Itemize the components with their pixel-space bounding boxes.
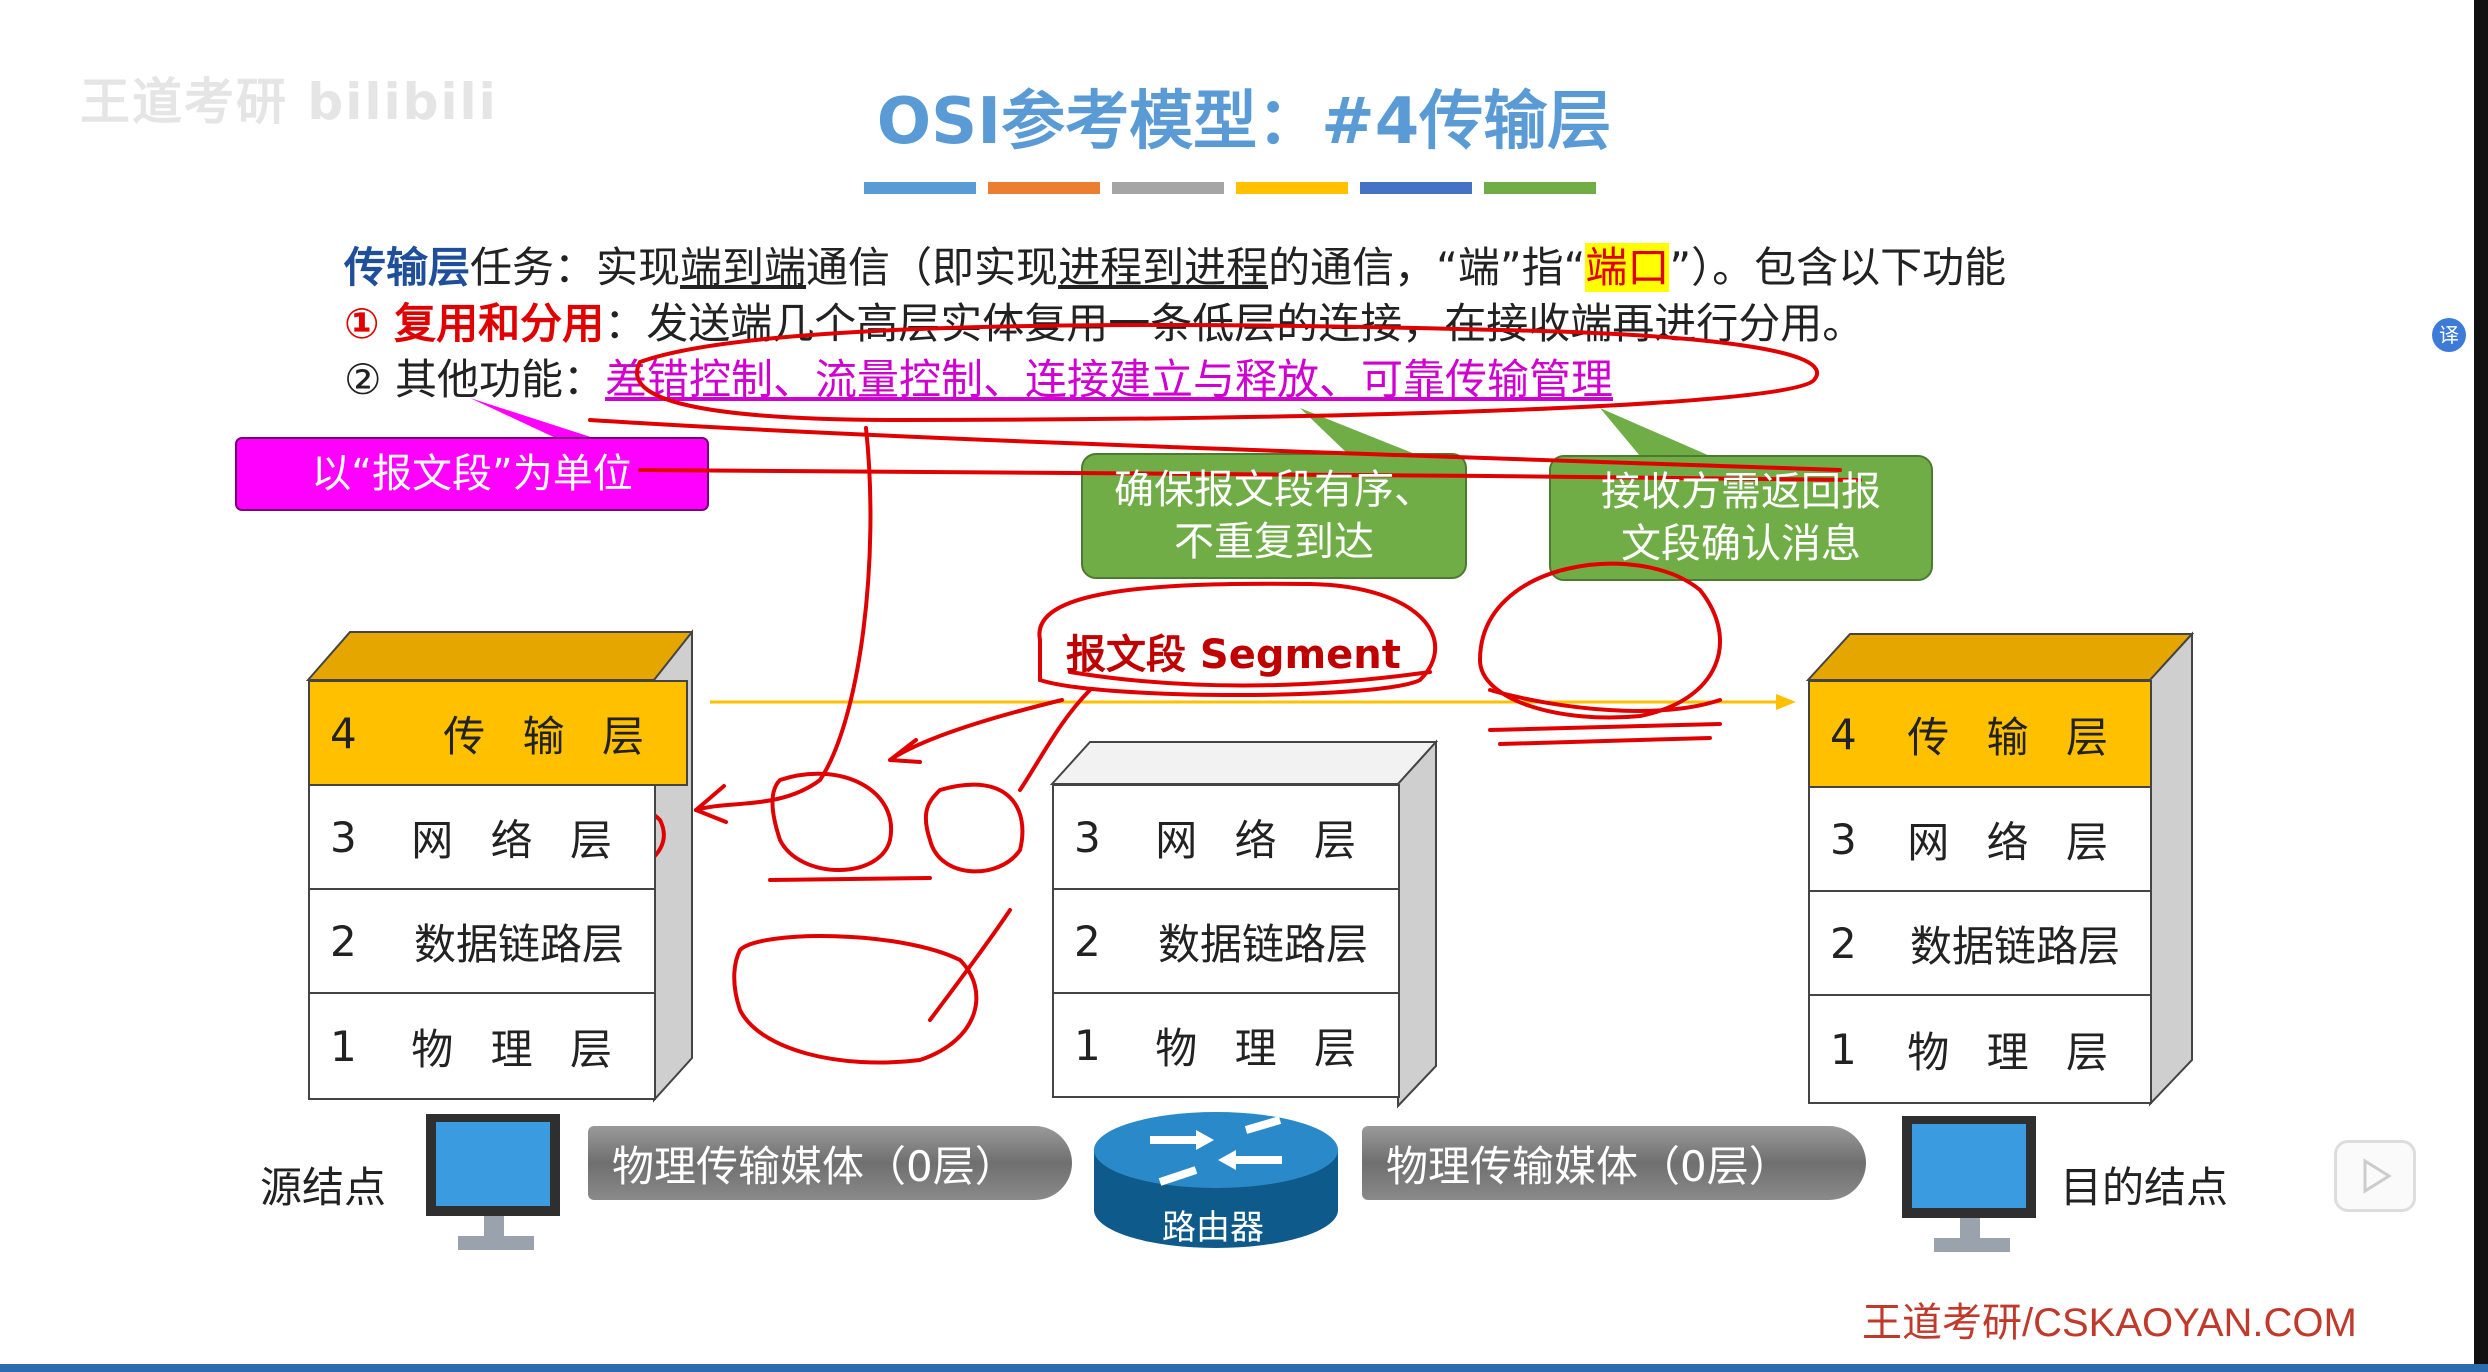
window-edge [2474, 0, 2488, 1372]
color-bar [988, 182, 1100, 194]
router-label: 路由器 [1162, 1208, 1264, 1248]
layer-number: 4 [330, 708, 357, 758]
layer-number: 2 [1830, 918, 1857, 968]
title-color-bars [864, 182, 1596, 194]
router-icon [1094, 1112, 1338, 1248]
text-span: ② 其他功能： [344, 355, 606, 404]
layer-network: 3 网 络 层 [1052, 784, 1400, 890]
process-to-process-term: 进程到进程 [1058, 243, 1269, 292]
translate-icon[interactable]: 译 [2432, 318, 2466, 352]
color-bar [1360, 182, 1472, 194]
port-term: 端口 [1585, 243, 1670, 292]
layer-network: 3 网 络 层 [308, 784, 656, 890]
callout-line: 确保报文段有序、 [1114, 467, 1434, 513]
play-glyph [2363, 1158, 2392, 1194]
callout-pointer [1600, 408, 1710, 456]
layer-number: 2 [1074, 916, 1101, 966]
ordered-arrival-callout: 确保报文段有序、 不重复到达 [1082, 464, 1466, 568]
layer-number: 3 [330, 812, 357, 862]
watermark: 王道考研 bilibili [80, 73, 498, 131]
layer-name: 网 络 层 [411, 815, 624, 865]
layer-number: 3 [1830, 814, 1857, 864]
layer-physical: 1 物 理 层 [308, 992, 656, 1100]
layer-name: 数据链路层 [413, 919, 624, 969]
layer-number: 2 [330, 916, 357, 966]
layer-physical: 1 物 理 层 [1808, 994, 2152, 1104]
layer-number: 1 [330, 1021, 357, 1071]
callout-line: 接收方需返回报 [1601, 469, 1881, 515]
layer-name: 传 输 层 [443, 711, 656, 761]
segment-unit-callout: 以“报文段”为单位 [311, 451, 633, 497]
play-icon[interactable] [2334, 1140, 2416, 1212]
layer-number: 3 [1074, 812, 1101, 862]
layer-number: 1 [1830, 1024, 1857, 1074]
stack-top [1805, 633, 2195, 681]
callout-bg [1081, 453, 1467, 579]
transport-layer-term: 传输层 [344, 243, 471, 292]
progress-strip [0, 1364, 2488, 1372]
computer-icon [1902, 1116, 2036, 1252]
text-span: ”）。包含以下功能 [1669, 243, 2007, 292]
handwritten-annotations [426, 322, 1862, 1065]
layer-number: 4 [1830, 709, 1857, 759]
stack-side [2149, 631, 2193, 1107]
function-2-line: ② 其他功能：差错控制、流量控制、连接建立与释放、可靠传输管理 [344, 346, 1613, 407]
footer-brand: 王道考研/CSKAOYAN.COM [1862, 1301, 2357, 1345]
layer-data-link: 2 数据链路层 [308, 888, 656, 994]
stack-top [305, 631, 693, 681]
layer-network: 3 网 络 层 [1808, 786, 2152, 892]
page-title: OSI参考模型：#4传输层 [876, 85, 1612, 159]
arrow-head [1776, 694, 1796, 710]
color-bar [1236, 182, 1348, 194]
layer-name: 数据链路层 [1909, 921, 2120, 971]
stack-side [1397, 739, 1437, 1109]
callout-line: 不重复到达 [1174, 519, 1374, 565]
callout-pointer [470, 398, 600, 440]
text-span: 的通信，“端”指“ [1268, 243, 1586, 292]
layer-physical: 1 物 理 层 [1052, 992, 1400, 1098]
physical-medium-right: 物理传输媒体（0层） [1362, 1126, 1866, 1200]
callout-pointer [1300, 408, 1420, 456]
callout-bg [1549, 455, 1933, 581]
ack-callout: 接收方需返回报 文段确认消息 [1550, 466, 1932, 570]
segment-label: 报文段 Segment [1066, 632, 1401, 678]
color-bar [864, 182, 976, 194]
layer-name: 物 理 层 [1907, 1027, 2120, 1077]
task-line: 传输层任务：实现端到端通信（即实现进程到进程的通信，“端”指“端口”）。包含以下… [344, 234, 2006, 295]
mux-demux-term: ① 复用和分用 [344, 299, 605, 348]
other-functions-list: 差错控制、流量控制、连接建立与释放、可靠传输管理 [605, 355, 1614, 404]
layer-name: 数据链路层 [1157, 919, 1368, 969]
layer-transport: 4 传 输 层 [308, 680, 688, 786]
source-node-label: 源结点 [260, 1163, 387, 1212]
layer-data-link: 2 数据链路层 [1808, 890, 2152, 996]
text-span: 任务：实现 [470, 243, 681, 292]
text-span: 通信（即实现 [806, 243, 1059, 292]
layer-name: 物 理 层 [1155, 1023, 1368, 1073]
stack-top [1049, 741, 1439, 785]
color-bar [1112, 182, 1224, 194]
callout-bg [235, 437, 709, 511]
layer-name: 网 络 层 [1907, 817, 2120, 867]
layer-name: 传 输 层 [1907, 712, 2120, 762]
layer-name: 物 理 层 [411, 1024, 624, 1074]
callout-line: 文段确认消息 [1621, 521, 1861, 567]
computer-icon [426, 1114, 560, 1250]
layer-data-link: 2 数据链路层 [1052, 888, 1400, 994]
layer-name: 网 络 层 [1155, 815, 1368, 865]
color-bar [1484, 182, 1596, 194]
layer-number: 1 [1074, 1020, 1101, 1070]
destination-node-label: 目的结点 [2060, 1163, 2229, 1212]
end-to-end-term: 端到端 [680, 243, 807, 292]
layer-transport: 4 传 输 层 [1808, 680, 2152, 788]
physical-medium-left: 物理传输媒体（0层） [588, 1126, 1072, 1200]
